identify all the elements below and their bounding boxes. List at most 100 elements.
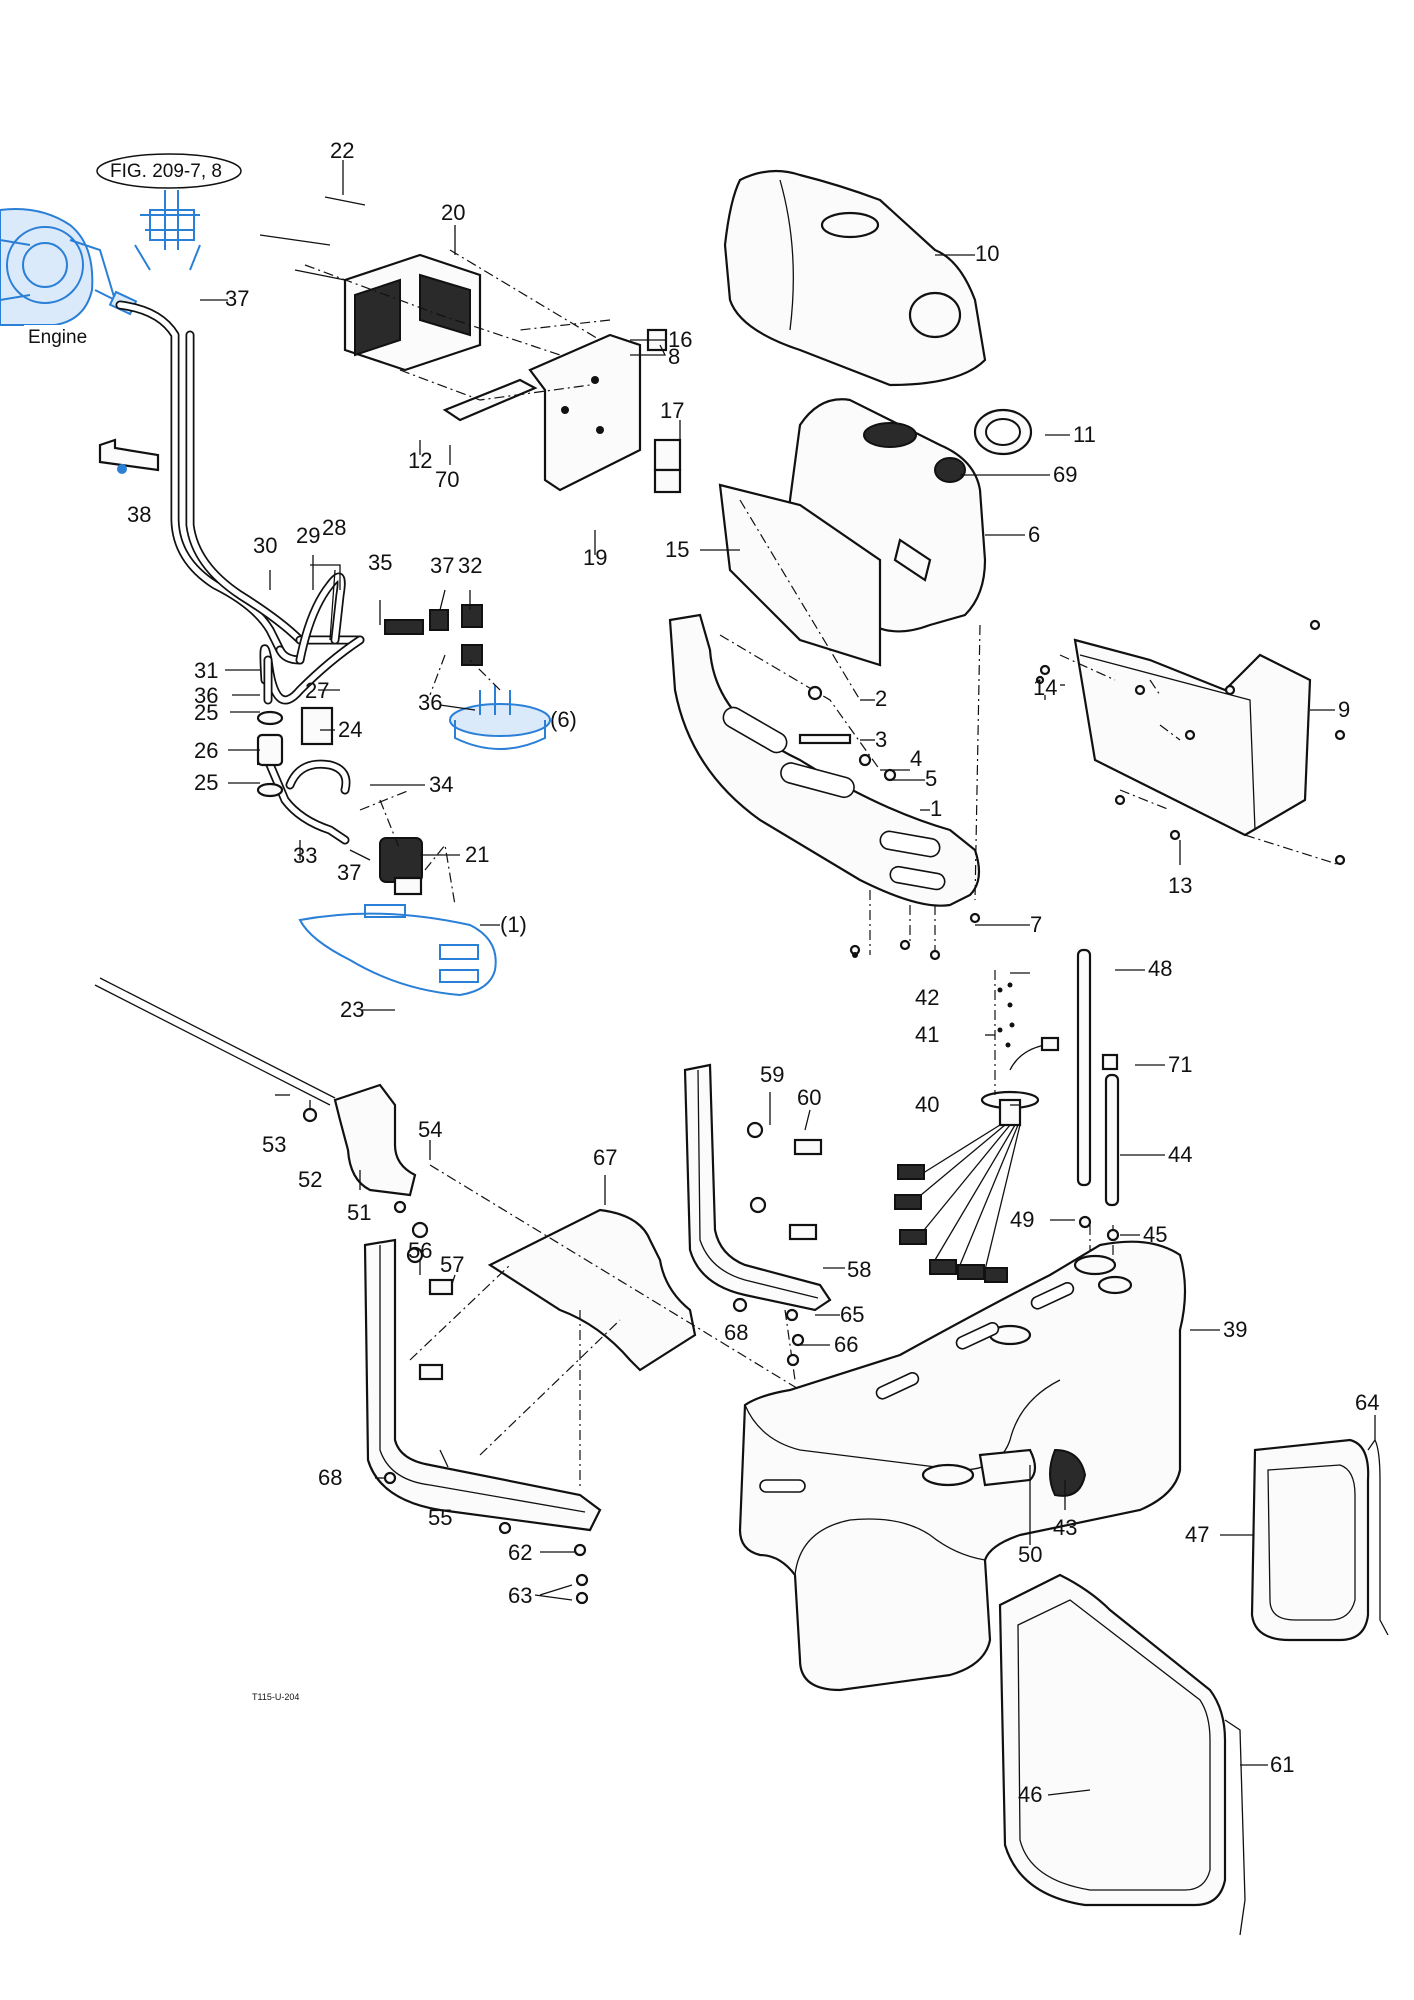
callout-53: 53	[262, 1132, 286, 1157]
callout-36: 36	[194, 683, 218, 708]
callout-61: 61	[1270, 1752, 1294, 1777]
callout-65: 65	[840, 1302, 864, 1327]
callout-46: 46	[1018, 1782, 1042, 1807]
valve-21	[379, 837, 423, 896]
callout-62: 62	[508, 1540, 532, 1565]
callout-68: 68	[724, 1320, 748, 1345]
callout-10: 10	[975, 241, 999, 266]
callout-15: 15	[665, 537, 689, 562]
callout-47: 47	[1185, 1522, 1209, 1547]
callout-30: 30	[253, 533, 277, 558]
blue-bracket-reference	[298, 904, 497, 997]
fitting-71	[1101, 1053, 1119, 1071]
callout-71: 71	[1168, 1052, 1192, 1077]
bracket-8	[442, 333, 642, 492]
callout-54: 54	[418, 1117, 442, 1142]
callout-37-c: 37	[337, 860, 361, 885]
callout-52: 52	[298, 1167, 322, 1192]
callout-45: 45	[1143, 1222, 1167, 1247]
callout-22: 22	[330, 138, 354, 163]
callout-7: 7	[1030, 912, 1042, 937]
callout-6-ref: (6)	[550, 707, 577, 732]
callout-66: 66	[834, 1332, 858, 1357]
callout-labels: 22 20 37 10 16 8 17 11 69 6 12 70 19 15 …	[127, 138, 1379, 1807]
callout-38: 38	[127, 502, 151, 527]
callout-51: 51	[347, 1200, 371, 1225]
fuel-lines	[115, 300, 483, 845]
callout-31: 31	[194, 658, 218, 683]
callout-41: 41	[915, 1022, 939, 1047]
callout-14: 14	[1033, 675, 1057, 700]
callout-34: 34	[429, 772, 453, 797]
callout-50: 50	[1018, 1542, 1042, 1567]
assembly-lines	[304, 249, 1341, 1490]
clamp-24	[300, 706, 334, 746]
callout-13: 13	[1168, 873, 1192, 898]
callout-25-b: 25	[194, 770, 218, 795]
engine-reference-drawing	[0, 208, 138, 326]
callout-4: 4	[910, 746, 922, 771]
bracket-38	[98, 438, 160, 474]
fuel-filter-26	[256, 710, 284, 798]
callout-11: 11	[1073, 422, 1096, 447]
callout-67: 67	[593, 1145, 617, 1170]
callout-58: 58	[847, 1257, 871, 1282]
callout-2: 2	[875, 686, 887, 711]
callout-27: 27	[305, 678, 329, 703]
callout-48: 48	[1148, 956, 1172, 981]
shield-15	[718, 483, 882, 667]
callout-26: 26	[194, 738, 218, 763]
figure-reference: FIG. 209-7, 8	[96, 153, 242, 189]
rod-53	[94, 977, 336, 1106]
sender-40	[894, 1036, 1060, 1283]
callout-55: 55	[428, 1505, 452, 1530]
callout-43: 43	[1053, 1515, 1077, 1540]
bolts-22	[259, 196, 366, 281]
callout-59: 59	[760, 1062, 784, 1087]
callout-6: 6	[1028, 522, 1040, 547]
callout-5: 5	[925, 766, 937, 791]
svg-text:Engine: Engine	[28, 327, 87, 348]
callout-69: 69	[1053, 462, 1077, 487]
leader-lines	[200, 160, 1376, 1796]
callout-37: 37	[225, 286, 249, 311]
drawing-code: T115-U-204	[252, 1692, 299, 1702]
callout-17: 17	[660, 398, 684, 423]
callout-3: 3	[875, 727, 887, 752]
relay-17	[653, 438, 682, 494]
mount-bracket-1	[668, 613, 981, 907]
plate-67	[487, 1208, 697, 1372]
callout-49: 49	[1010, 1207, 1034, 1232]
callout-60: 60	[797, 1085, 821, 1110]
callout-57: 57	[440, 1252, 464, 1277]
callout-70: 70	[435, 467, 459, 492]
callout-20: 20	[441, 200, 465, 225]
rod-48	[1076, 948, 1092, 1187]
callout-42: 42	[915, 985, 939, 1010]
callout-29: 29	[296, 523, 320, 548]
callout-16: 16	[668, 327, 692, 352]
blue-fitting-detail	[134, 190, 201, 271]
callout-32: 32	[458, 553, 482, 578]
engine-label: Engine	[24, 325, 96, 349]
svg-text:FIG. 209-7, 8: FIG. 209-7, 8	[110, 161, 222, 182]
callout-21: 21	[465, 842, 489, 867]
fasteners	[302, 619, 1346, 1605]
callout-24: 24	[338, 717, 362, 742]
callout-40: 40	[915, 1092, 939, 1117]
callout-12: 12	[408, 448, 432, 473]
callout-33: 33	[293, 843, 317, 868]
callout-37-b: 37	[430, 553, 454, 578]
callout-68-b: 68	[318, 1465, 342, 1490]
callout-1-ref: (1)	[500, 912, 527, 937]
cover-10	[723, 169, 987, 387]
callout-28: 28	[322, 515, 346, 540]
callout-25: 25	[194, 700, 218, 725]
callout-56: 56	[408, 1238, 432, 1263]
callout-36-b: 36	[418, 690, 442, 715]
callout-64: 64	[1355, 1390, 1379, 1415]
callout-44: 44	[1168, 1142, 1192, 1167]
callout-1: 1	[930, 796, 942, 821]
callout-23: 23	[340, 997, 364, 1022]
